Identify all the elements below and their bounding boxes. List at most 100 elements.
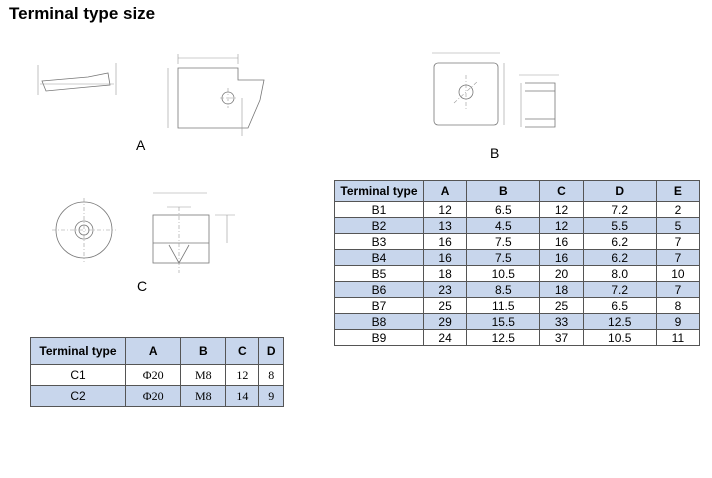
table-cell: 16 [539, 249, 584, 266]
column-header: C [225, 337, 260, 365]
table-cell: 10.5 [582, 329, 657, 346]
table-row: B7 25 11.5 25 6.5 8 [334, 297, 701, 314]
table-cell: 12 [422, 201, 468, 218]
column-header: D [258, 337, 284, 365]
table-cell: 8 [258, 364, 284, 386]
table-cell: M8 [180, 385, 227, 407]
table-cell: 15.5 [466, 313, 541, 330]
terminal-a-top-drawing [167, 54, 265, 136]
page-title: Terminal type size [9, 4, 156, 23]
column-header: B [466, 180, 541, 202]
column-header: Terminal type [30, 337, 126, 365]
table-cell: 16 [422, 233, 468, 250]
column-header: A [422, 180, 468, 202]
table-cell: 13 [422, 217, 468, 234]
table-cell: 33 [539, 313, 584, 330]
table-cell: 23 [422, 281, 468, 298]
table-cell: 18 [422, 265, 468, 282]
terminal-b-size-table: Terminal type A B C D E B1 12 6.5 12 7.2… [334, 180, 701, 346]
table-cell: 8.5 [466, 281, 541, 298]
table-cell: 7.5 [466, 249, 541, 266]
column-header: D [582, 180, 657, 202]
table-cell: 7 [655, 281, 701, 298]
table-cell: 7.2 [582, 201, 657, 218]
column-header: B [180, 337, 227, 365]
table-row: B1 12 6.5 12 7.2 2 [334, 201, 701, 218]
table-cell: B3 [334, 233, 424, 250]
table-cell: 16 [539, 233, 584, 250]
table-cell: 2 [655, 201, 701, 218]
table-cell: 6.2 [582, 249, 657, 266]
table-cell: B4 [334, 249, 424, 266]
column-header: Terminal type [334, 180, 424, 202]
table-cell: 7 [655, 233, 701, 250]
table-cell: B9 [334, 329, 424, 346]
table-cell: 7.2 [582, 281, 657, 298]
table-cell: 16 [422, 249, 468, 266]
table-cell: 7 [655, 249, 701, 266]
table-cell: C1 [30, 364, 126, 386]
terminal-c-front-drawing [52, 198, 116, 262]
table-cell: 12.5 [582, 313, 657, 330]
table-cell: 14 [225, 385, 260, 407]
table-row: B6 23 8.5 18 7.2 7 [334, 281, 701, 298]
figure-c-label: C [137, 278, 148, 294]
table-row: C2 Φ20 M8 14 9 [30, 385, 284, 407]
table-cell: 7.5 [466, 233, 541, 250]
table-cell: 25 [422, 297, 468, 314]
table-cell: M8 [180, 364, 227, 386]
figure-a-label: A [136, 137, 146, 153]
table-cell: 9 [258, 385, 284, 407]
table-cell: C2 [30, 385, 126, 407]
table-cell: B5 [334, 265, 424, 282]
table-row: B3 16 7.5 16 6.2 7 [334, 233, 701, 250]
table-cell: 20 [539, 265, 584, 282]
table-cell: 29 [422, 313, 468, 330]
table-cell: B6 [334, 281, 424, 298]
table-cell: 6.5 [582, 297, 657, 314]
table-cell: 9 [655, 313, 701, 330]
table-cell: 6.2 [582, 233, 657, 250]
table-cell: Φ20 [124, 364, 182, 386]
table-cell: 12.5 [466, 329, 541, 346]
terminal-b-side-drawing [519, 74, 559, 128]
table-cell: 6.5 [466, 201, 541, 218]
terminal-c-side-drawing [152, 192, 235, 273]
table-cell: 12 [539, 217, 584, 234]
column-header: C [539, 180, 584, 202]
terminal-a-side-drawing [37, 63, 117, 95]
table-header-row: Terminal type A B C D [30, 337, 284, 365]
table-cell: 37 [539, 329, 584, 346]
table-cell: B7 [334, 297, 424, 314]
table-cell: Φ20 [124, 385, 182, 407]
table-row: B8 29 15.5 33 12.5 9 [334, 313, 701, 330]
table-row: C1 Φ20 M8 12 8 [30, 364, 284, 386]
table-cell: 10.5 [466, 265, 541, 282]
table-cell: 8.0 [582, 265, 657, 282]
figure-b-label: B [490, 145, 500, 161]
table-cell: B1 [334, 201, 424, 218]
table-cell: 5.5 [582, 217, 657, 234]
table-cell: 8 [655, 297, 701, 314]
table-cell: 18 [539, 281, 584, 298]
table-row: B2 13 4.5 12 5.5 5 [334, 217, 701, 234]
terminal-b-top-drawing [432, 52, 505, 126]
table-cell: 12 [225, 364, 260, 386]
table-cell: 11 [655, 329, 701, 346]
table-row: B9 24 12.5 37 10.5 11 [334, 329, 701, 346]
table-cell: 25 [539, 297, 584, 314]
table-header-row: Terminal type A B C D E [334, 180, 701, 202]
column-header: A [124, 337, 182, 365]
table-row: B5 18 10.5 20 8.0 10 [334, 265, 701, 282]
table-cell: 4.5 [466, 217, 541, 234]
table-cell: 11.5 [466, 297, 541, 314]
table-cell: 5 [655, 217, 701, 234]
table-cell: 24 [422, 329, 468, 346]
table-row: B4 16 7.5 16 6.2 7 [334, 249, 701, 266]
table-cell: 10 [655, 265, 701, 282]
terminal-c-size-table: Terminal type A B C D C1 Φ20 M8 12 8 C2 … [30, 337, 284, 407]
table-cell: 12 [539, 201, 584, 218]
table-cell: B2 [334, 217, 424, 234]
table-cell: B8 [334, 313, 424, 330]
column-header: E [655, 180, 701, 202]
